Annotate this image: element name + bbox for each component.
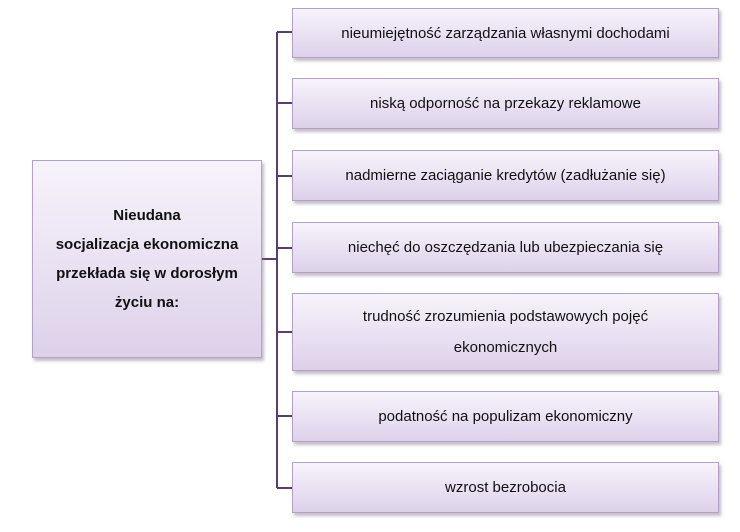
item-line: trudność zrozumienia podstawowych pojęć [362, 308, 649, 325]
item-text: nadmierne zaciąganie kredytów (zadłużani… [305, 160, 705, 191]
root-line: Nieudana [113, 207, 181, 224]
item-line: niechęć do oszczędzania lub ubezpieczani… [347, 239, 664, 256]
item-box: trudność zrozumienia podstawowych pojęć … [292, 293, 719, 371]
item-line: nadmierne zaciąganie kredytów (zadłużani… [345, 167, 666, 184]
item-box: wzrost bezrobocia [292, 462, 719, 513]
item-text: niską odporność na przekazy reklamowe [330, 88, 681, 119]
item-line: wzrost bezrobocia [445, 479, 566, 496]
item-text: niechęć do oszczędzania lub ubezpieczani… [308, 232, 703, 263]
item-line: nieumiejętność zarządzania własnymi doch… [341, 24, 670, 42]
item-box: niechęć do oszczędzania lub ubezpieczani… [292, 222, 719, 273]
item-text: trudność zrozumienia podstawowych pojęć … [323, 301, 688, 363]
item-line: podatność na populizam ekonomiczny [378, 408, 633, 425]
item-line: niską odporność na przekazy reklamowe [370, 95, 641, 112]
root-text: Nieudana socjalizacja ekonomiczna przekł… [47, 201, 247, 317]
item-box: niską odporność na przekazy reklamowe [292, 78, 719, 129]
item-box: podatność na populizam ekonomiczny [292, 391, 719, 442]
item-line: ekonomicznych [453, 339, 558, 356]
item-text: wzrost bezrobocia [405, 472, 606, 503]
item-box: nieumiejętność zarządzania własnymi doch… [292, 8, 719, 58]
root-line: socjalizacja ekonomiczna [55, 236, 239, 253]
root-line: przekłada się w dorosłym [56, 265, 238, 282]
item-text: nieumiejętność zarządzania własnymi doch… [301, 18, 710, 49]
item-text: podatność na populizam ekonomiczny [338, 401, 672, 432]
item-box: nadmierne zaciąganie kredytów (zadłużani… [292, 150, 719, 201]
root-box: Nieudana socjalizacja ekonomiczna przekł… [32, 160, 262, 358]
root-line: życiu na: [114, 294, 180, 311]
